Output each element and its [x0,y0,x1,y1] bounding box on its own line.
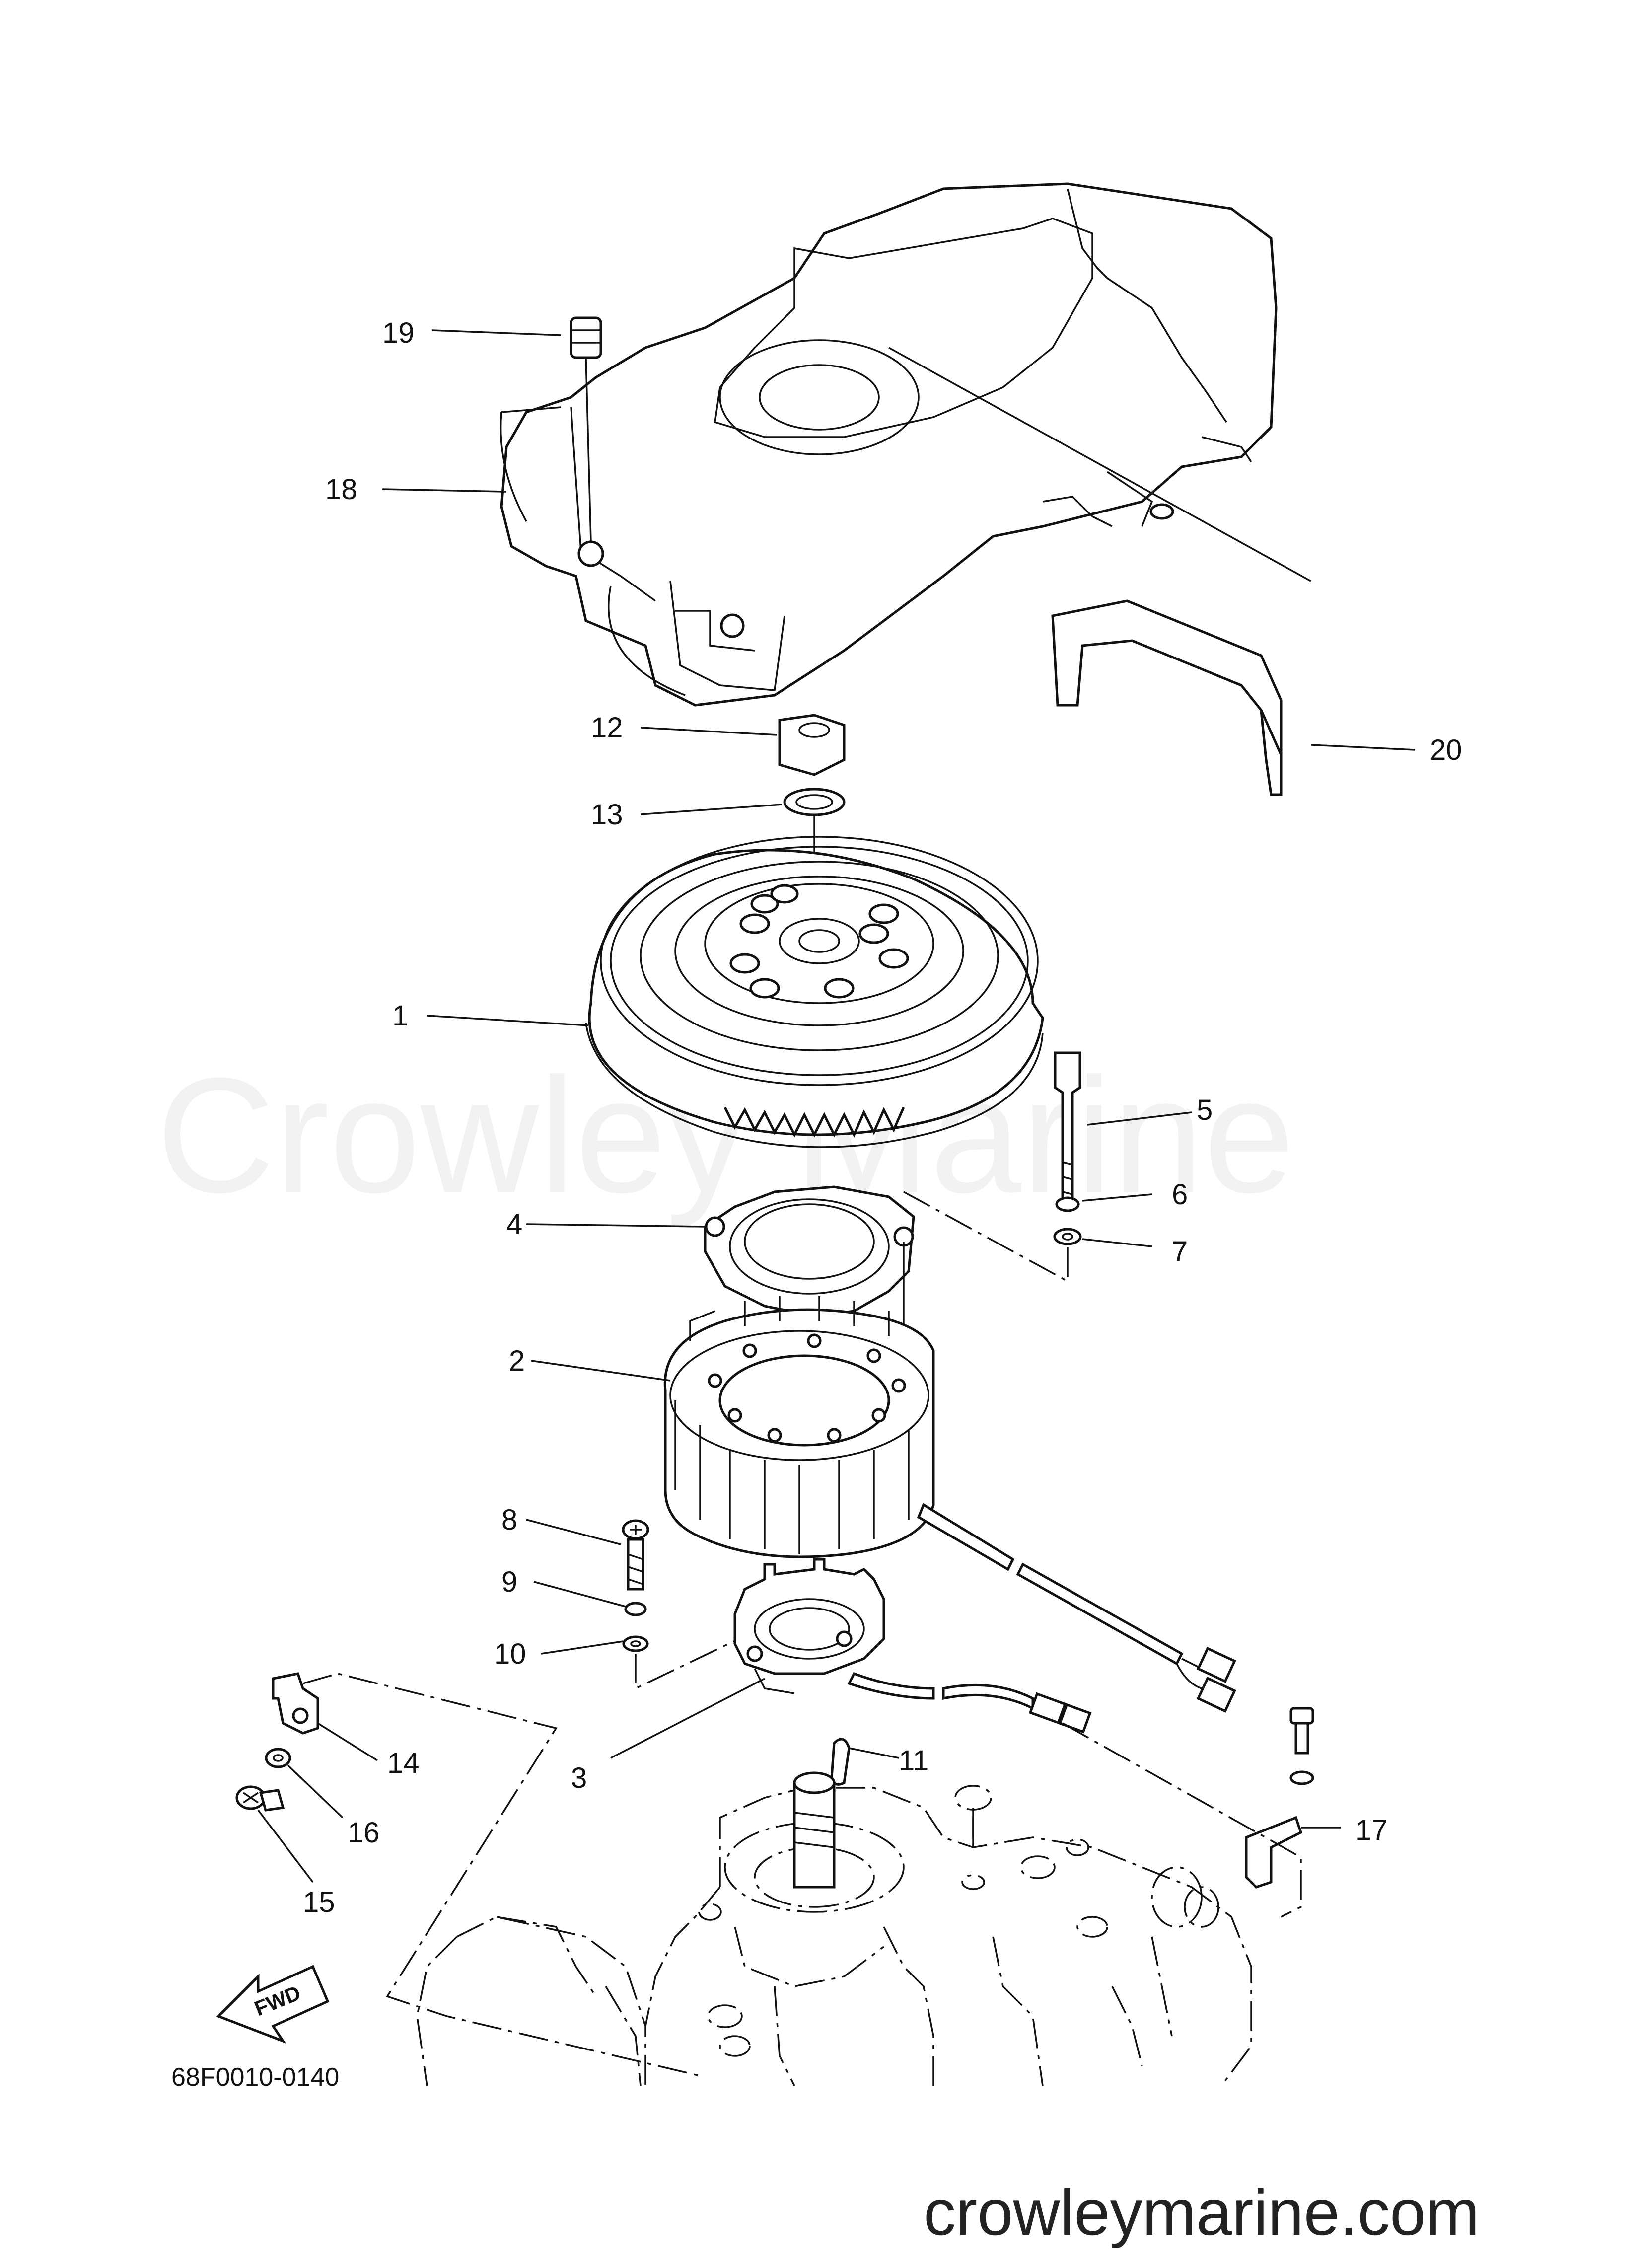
callout-5: 5 [1197,1094,1213,1126]
grommet-part [570,316,602,542]
arrow-left-icon [216,1965,330,2044]
bracket-washer-part [265,1748,291,1768]
callout-13: 13 [591,799,623,831]
stator-plate-part [704,1185,915,1317]
callout-9: 9 [501,1566,517,1598]
pulser-coil-part [733,1558,1092,1734]
ground-clip-part [1245,1816,1303,1889]
callout-15: 15 [303,1886,335,1918]
plain-washer-part [622,1635,649,1652]
callout-11: 11 [899,1745,928,1777]
callout-leaders [257,329,1416,1883]
nut-part [778,714,846,776]
stator-lead-wire [917,1503,1236,1713]
flywheel-part [585,836,1044,1148]
woodruff-key-part [830,1738,851,1786]
callout-20: 20 [1430,734,1462,766]
callout-1: 1 [392,1000,408,1032]
lead-wire-part [888,347,1311,796]
callout-14: 14 [387,1747,420,1779]
lock-washer-part [1055,1196,1080,1212]
fwd-direction-badge: FWD [216,1965,330,2044]
callout-3: 3 [571,1762,587,1794]
bracket-part [272,1672,319,1735]
callout-10: 10 [494,1638,526,1670]
diagram-code: 68F0010-0140 [171,2063,339,2092]
callout-19: 19 [382,317,415,349]
clip-bolt-part [1289,1707,1314,1785]
callout-8: 8 [501,1504,517,1536]
callout-17: 17 [1356,1814,1388,1846]
callout-16: 16 [348,1817,380,1849]
spring-washer-part [624,1602,647,1616]
flat-washer-part [1053,1228,1082,1245]
stator-part [663,1296,935,1558]
bracket-screw-part [235,1785,285,1812]
flywheel-cover-part [500,182,1278,707]
callout-7: 7 [1172,1236,1188,1268]
callout-2: 2 [509,1345,525,1377]
screw-part [622,1519,649,1591]
callout-12: 12 [591,712,623,744]
callout-4: 4 [506,1208,522,1241]
callout-6: 6 [1172,1178,1188,1211]
callout-18: 18 [325,473,357,506]
powerhead-outline [416,1771,1252,2087]
site-url[interactable]: crowleymarine.com [924,2176,1480,2249]
callout-labels: 19 18 12 13 20 1 5 6 7 4 2 8 9 10 3 11 1… [303,317,1462,1918]
